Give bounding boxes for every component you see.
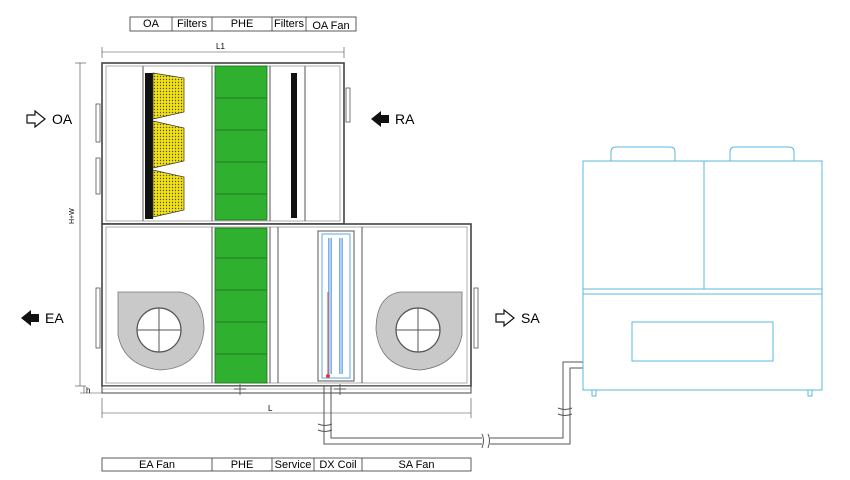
plate-heat-exchanger bbox=[214, 65, 268, 384]
drain-marks bbox=[234, 384, 346, 395]
dimension-label-base: h bbox=[86, 386, 91, 395]
dimension-label-l1: L1 bbox=[216, 42, 225, 51]
return-air-arrow bbox=[371, 111, 389, 127]
bag-filter bbox=[145, 72, 185, 219]
dimension-l1 bbox=[101, 47, 345, 58]
bottom-label-service: Service bbox=[274, 459, 312, 471]
panel-filter bbox=[291, 73, 297, 218]
outdoor-air-arrow bbox=[26, 109, 46, 129]
top-label-oa: OA bbox=[143, 18, 159, 30]
exhaust-fan-icon bbox=[117, 291, 205, 371]
bottom-label-table bbox=[101, 457, 472, 472]
dimension-label-height: H+W bbox=[69, 208, 76, 224]
bottom-label-phe: PHE bbox=[230, 459, 254, 471]
top-label-oa-fan: OA Fan bbox=[312, 20, 350, 32]
bottom-label-dx-coil: DX Coil bbox=[319, 459, 357, 471]
flow-label-sa: SA bbox=[521, 310, 540, 326]
top-label-phe: PHE bbox=[230, 18, 254, 30]
dimension-height bbox=[75, 62, 102, 394]
dimension-l bbox=[101, 398, 472, 418]
bottom-label-ea-fan: EA Fan bbox=[138, 459, 176, 471]
flow-label-ra: RA bbox=[395, 111, 415, 127]
top-label-table bbox=[129, 16, 357, 32]
bottom-label-sa-fan: SA Fan bbox=[398, 459, 435, 471]
flow-label-ea: EA bbox=[45, 310, 64, 326]
supply-fan-icon bbox=[375, 291, 463, 371]
top-label-filters-2: Filters bbox=[274, 18, 304, 30]
condensing-unit bbox=[582, 146, 823, 397]
flow-label-oa: OA bbox=[52, 111, 73, 127]
refrigerant-piping bbox=[317, 361, 583, 449]
exhaust-air-arrow bbox=[21, 310, 39, 326]
top-label-filters: Filters bbox=[177, 18, 207, 30]
dimension-label-l: L bbox=[268, 404, 273, 413]
supply-air-arrow bbox=[495, 308, 515, 328]
dx-coil bbox=[317, 230, 355, 382]
